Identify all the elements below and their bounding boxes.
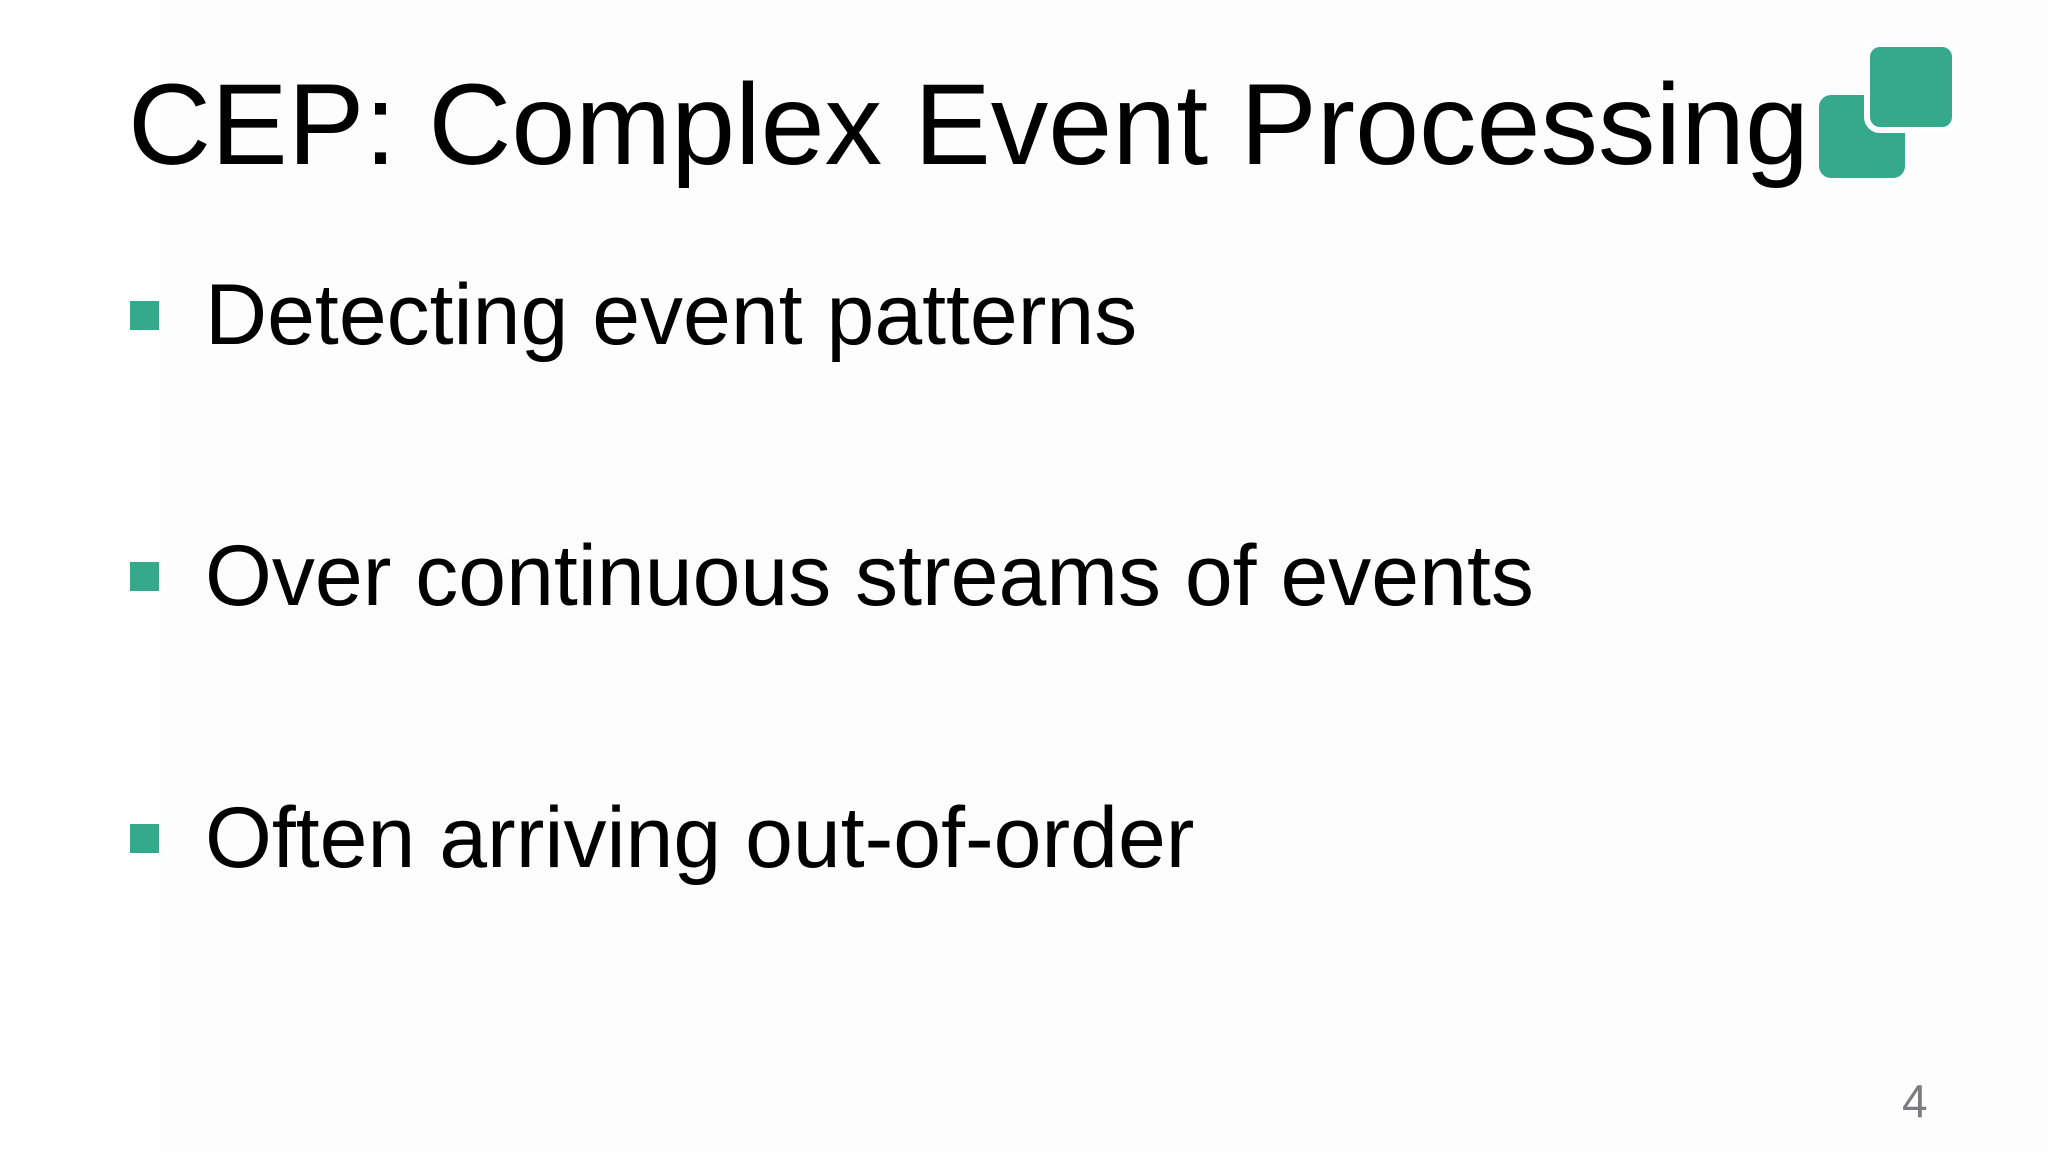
bullet-item-1: Detecting event patterns [130,272,1137,358]
bullet-item-3: Often arriving out-of-order [130,795,1194,881]
page-number: 4 [1902,1075,1928,1127]
page-title: CEP: Complex Event Processing [128,61,1809,189]
square-bullet-icon [130,824,159,853]
logo-square-upper-icon [1864,41,1958,133]
bullet-text-1: Detecting event patterns [205,267,1138,363]
square-bullet-icon [130,301,159,330]
bullet-item-2: Over continuous streams of events [130,533,1534,619]
bullet-text-2: Over continuous streams of events [205,528,1534,624]
bullet-text-3: Often arriving out-of-order [205,790,1195,886]
square-bullet-icon [130,562,159,591]
